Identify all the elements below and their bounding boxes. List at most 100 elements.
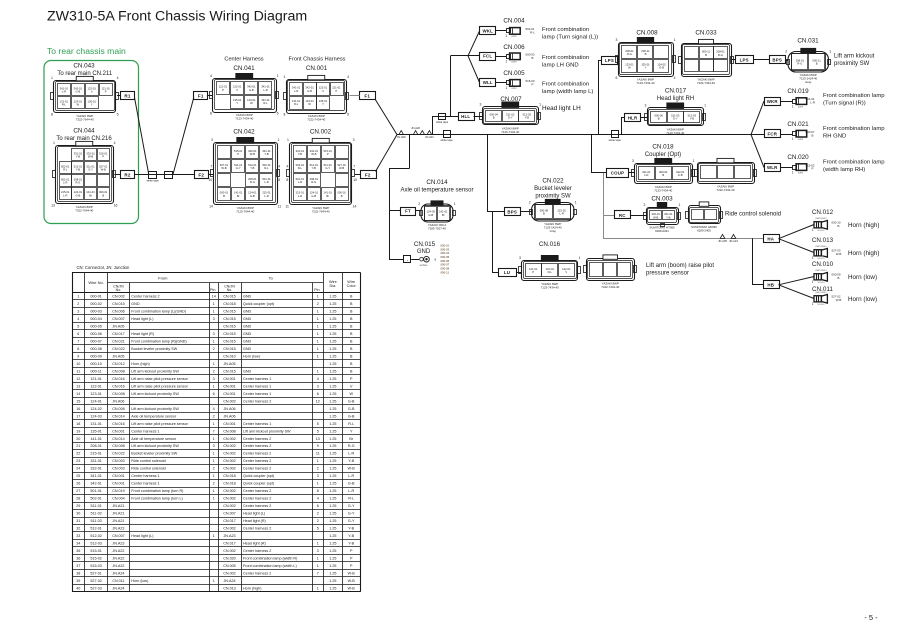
svg-text:527-03: 527-03 [90,587,101,591]
svg-text:3: 3 [645,103,647,107]
svg-text:342-01: 342-01 [247,85,256,89]
svg-text:conn: conn [798,171,804,174]
svg-text:(NATURAL): (NATURAL) [815,217,827,220]
svg-text:YAZAKI 8WP: YAZAKI 8WP [800,73,817,77]
svg-text:12: 12 [76,377,80,381]
svg-text:5: 5 [317,422,319,426]
svg-text:1.25: 1.25 [329,407,336,411]
svg-text:JN.A24: JN.A24 [223,579,235,583]
svg-text:Lift arm (boom) raise pilot: Lift arm (boom) raise pilot [646,263,714,269]
svg-text:JN.A06: JN.A06 [397,135,406,139]
svg-text:Center harness 2: Center harness 2 [243,452,271,456]
svg-text:123-01: 123-01 [625,62,634,66]
svg-text:(Turn signal (R)): (Turn signal (R)) [823,101,866,107]
svg-text:CN.001: CN.001 [112,429,125,433]
svg-text:R-G: R-G [311,180,316,184]
svg-text:BPS: BPS [507,209,517,214]
svg-text:3: 3 [77,309,79,313]
svg-text:1: 1 [213,534,215,538]
svg-text:4: 4 [213,407,215,411]
svg-text:7: 7 [317,572,319,576]
svg-text:14: 14 [76,392,80,396]
svg-text:CN.018: CN.018 [652,144,674,151]
svg-text:RC: RC [619,213,626,218]
svg-text:7322-7644-40: 7322-7644-40 [76,118,94,122]
svg-text:R-G: R-G [348,444,355,448]
svg-text:Y: Y [322,102,324,106]
svg-text:121-01: 121-01 [90,377,101,381]
svg-text:JN.A23: JN.A23 [112,527,124,531]
svg-text:CN.001: CN.001 [223,377,236,381]
svg-text:CN.018: CN.018 [223,482,236,486]
svg-text:CN.002: CN.002 [223,549,236,553]
svg-text:2: 2 [213,467,215,471]
svg-text:P: P [335,89,337,93]
svg-text:Ride control solenoid: Ride control solenoid [131,459,165,463]
svg-text:pressure sensor: pressure sensor [646,271,689,277]
svg-text:000-07: 000-07 [805,130,814,134]
svg-text:R-L: R-L [264,166,269,170]
svg-text:3: 3 [353,138,355,142]
svg-text:20: 20 [76,437,80,441]
svg-text:R-G: R-G [627,52,632,56]
svg-text:3: 3 [480,102,482,106]
svg-text:131-01: 131-01 [261,98,270,102]
svg-text:CN.002: CN.002 [112,294,125,298]
svg-text:000-06: 000-06 [654,113,663,117]
svg-text:FCR: FCR [767,132,777,137]
svg-text:G-B: G-B [311,194,316,198]
svg-text:CN.015: CN.015 [223,347,236,351]
svg-text:YAZAKI 090-2: YAZAKI 090-2 [428,223,447,227]
svg-text:No.: No. [116,288,122,292]
svg-text:141-01: 141-01 [90,437,101,441]
svg-text:4: 4 [114,141,116,145]
svg-text:1.25: 1.25 [329,294,336,298]
svg-text:1.25: 1.25 [329,309,336,313]
svg-text:G-B: G-B [659,66,664,70]
svg-text:1.25: 1.25 [329,572,336,576]
svg-text:R-G: R-G [75,181,80,185]
svg-text:Y: Y [91,102,93,106]
svg-text:527-01: 527-01 [220,163,229,167]
svg-text:W: W [349,392,353,396]
svg-text:1.25: 1.25 [329,512,336,516]
svg-text:123-01: 123-01 [74,99,83,103]
svg-text:GND: GND [243,347,252,351]
svg-text:000-01: 000-01 [99,190,108,194]
svg-text:Y-B: Y-B [525,116,529,120]
svg-text:Head light LH: Head light LH [542,105,581,112]
svg-text:Lift arm kickout proximity SW: Lift arm kickout proximity SW [131,369,179,373]
svg-text:CN.022: CN.022 [112,452,125,456]
svg-text:124-03: 124-03 [90,414,101,418]
svg-text:B: B [350,369,353,373]
svg-text:4: 4 [278,164,280,168]
svg-text:6189-0031: 6189-0031 [655,229,669,233]
svg-text:Center harness 1: Center harness 1 [243,384,271,388]
svg-text:Center harness 2: Center harness 2 [243,467,271,471]
svg-text:1.25: 1.25 [329,474,336,478]
svg-text:Y: Y [645,66,647,70]
svg-text:W: W [250,101,253,105]
svg-text:501-01: 501-01 [61,177,70,181]
svg-text:122-01: 122-01 [233,85,242,89]
svg-text:Front combination lamp (turn L: Front combination lamp (turn L) [131,497,182,501]
svg-text:Y: Y [236,101,238,105]
svg-text:CN.008: CN.008 [112,392,125,396]
svg-text:527-01: 527-01 [337,163,346,167]
svg-text:Front combination lamp: Front combination lamp [823,93,885,99]
svg-text:CN.044: CN.044 [73,128,95,135]
svg-text:1: 1 [287,138,289,142]
svg-text:Y-B: Y-B [348,542,354,546]
svg-text:CN.001: CN.001 [223,422,236,426]
svg-text:1: 1 [213,452,215,456]
svg-text:1.25: 1.25 [329,362,336,366]
svg-text:CN.002: CN.002 [223,452,236,456]
svg-text:124-03: 124-03 [427,210,436,214]
svg-text:331-01: 331-01 [74,151,83,155]
svg-text:7123-7434-40: 7123-7434-40 [501,130,519,134]
svg-text:1: 1 [575,200,577,204]
svg-text:Br: Br [326,194,329,198]
svg-text:F1: F1 [198,93,204,98]
svg-text:G-B: G-B [678,173,683,177]
svg-text:Br: Br [442,213,445,217]
